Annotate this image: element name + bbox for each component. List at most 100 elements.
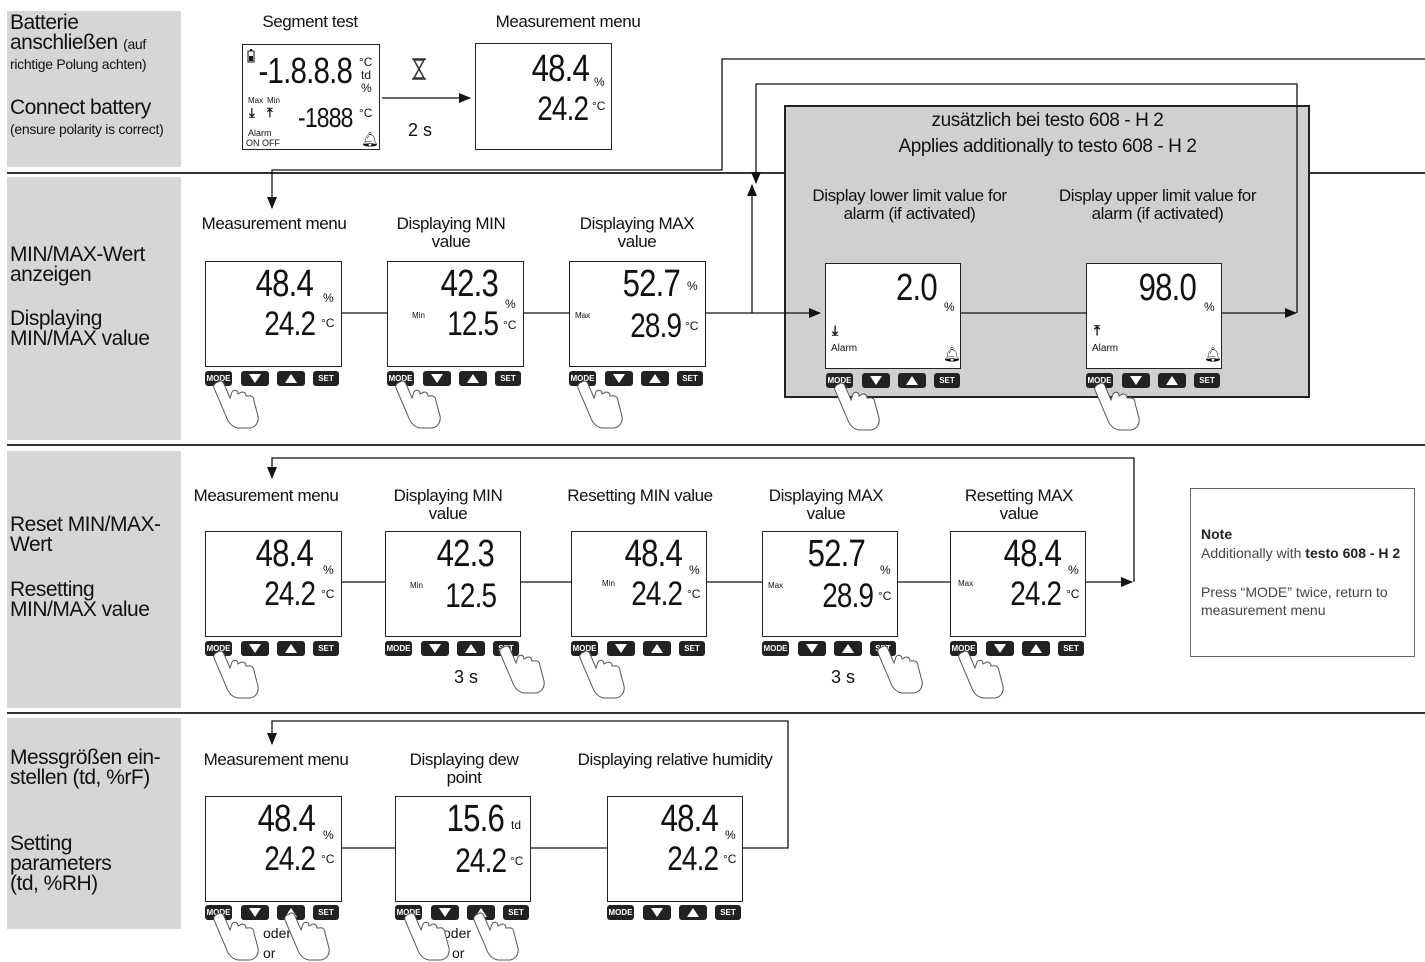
down-button[interactable] — [607, 641, 635, 656]
minmax-display-lower-limit: 2.0 % ⤓ Alarm 🔔︎ — [825, 263, 961, 369]
note-title: Note — [1201, 526, 1233, 542]
up-button[interactable] — [641, 371, 669, 386]
reset-display-4: 48.4 % Max 24.2 °C — [950, 531, 1086, 637]
separator-3 — [7, 712, 1425, 714]
up-button[interactable] — [277, 641, 305, 656]
minmax-2-bottom-unit: °C — [685, 319, 699, 333]
params-0-top: 48.4 — [257, 798, 316, 840]
set-button[interactable]: SET — [934, 373, 960, 388]
down-button[interactable] — [986, 641, 1014, 656]
up-button[interactable] — [643, 641, 671, 656]
arrow-down-bar-icon: ⤓ — [249, 105, 255, 120]
mode-button[interactable]: MODE — [607, 905, 634, 920]
reset-de-title: Reset MIN/MAX-Wert — [10, 513, 161, 556]
down-button[interactable] — [431, 905, 459, 920]
mode-button[interactable]: MODE — [950, 641, 977, 656]
hand-pointer-icon — [404, 912, 450, 961]
segment-test-display: -1.8.8.8 °C td % Max Min ⤓ ⤒ -1888 °C Al… — [242, 44, 380, 150]
down-button[interactable] — [241, 905, 269, 920]
mode-button[interactable]: MODE — [762, 641, 789, 656]
segment-min-tag: Min — [267, 96, 280, 105]
hand-pointer-icon — [834, 382, 880, 431]
hand-pointer-icon — [499, 645, 545, 694]
mode-button[interactable]: MODE — [826, 373, 853, 388]
set-button[interactable]: SET — [1058, 641, 1084, 656]
reset-label-2: Resetting MIN value — [567, 486, 713, 505]
hand-pointer-icon — [213, 650, 259, 699]
down-button[interactable] — [643, 905, 671, 920]
reset-4-bottom: 24.2 — [1010, 575, 1062, 613]
segment-onoff-label: ON OFF — [246, 138, 280, 148]
down-button[interactable] — [241, 371, 269, 386]
up-button[interactable] — [898, 373, 926, 388]
reset-label-1: Displaying MIN value — [393, 486, 503, 523]
down-button[interactable] — [605, 371, 633, 386]
down-button[interactable] — [862, 373, 890, 388]
minmax-label-2: Displaying MAX value — [579, 214, 695, 251]
set-button[interactable]: SET — [715, 905, 741, 920]
params-0-top-unit: % — [323, 828, 334, 842]
reset-3-top-unit: % — [880, 563, 891, 577]
sidebar-minmax — [7, 177, 181, 440]
set-button[interactable]: SET — [503, 905, 529, 920]
down-button[interactable] — [241, 641, 269, 656]
reset-2-bottom-unit: °C — [687, 587, 701, 601]
mode-button[interactable]: MODE — [385, 641, 412, 656]
hand-pointer-icon — [395, 380, 441, 429]
reset-3-tag: Max — [768, 581, 784, 590]
up-button[interactable] — [1022, 641, 1050, 656]
minmax-1-tag: Min — [412, 311, 425, 320]
reset-label-0: Measurement menu — [193, 486, 339, 505]
down-button[interactable] — [1122, 373, 1150, 388]
set-button[interactable]: SET — [677, 371, 703, 386]
reset-display-2: 48.4 % Min 24.2 °C — [571, 531, 707, 637]
minmax-label-1: Displaying MIN value — [396, 214, 506, 251]
connect-bottom-unit: °C — [592, 99, 606, 113]
separator-1 — [7, 172, 1425, 174]
down-button[interactable] — [798, 641, 826, 656]
mode-button[interactable]: MODE — [205, 371, 232, 386]
mode-button[interactable]: MODE — [571, 641, 598, 656]
minmax-2-tag: Max — [575, 311, 591, 320]
reset-2-top: 48.4 — [624, 533, 683, 575]
up-button[interactable] — [459, 371, 487, 386]
mode-button[interactable]: MODE — [1086, 373, 1113, 388]
hand-pointer-icon — [877, 645, 923, 694]
params-0-bottom: 24.2 — [264, 840, 316, 878]
up-button[interactable] — [679, 905, 707, 920]
set-button[interactable]: SET — [313, 641, 339, 656]
up-button[interactable] — [457, 641, 485, 656]
segment-unit-bottom: °C — [359, 106, 373, 120]
down-button[interactable] — [421, 641, 449, 656]
mode-button[interactable]: MODE — [387, 371, 414, 386]
note-line1: Additionally with testo 608 - H 2 — [1201, 545, 1401, 561]
set-button[interactable]: SET — [313, 371, 339, 386]
connect-de-title: Batterie anschließen (auf richtige Polun… — [10, 11, 147, 72]
bell-icon: 🔔︎ — [361, 131, 379, 147]
minmax-label-4: Display upper limit value for alarm (if … — [1058, 186, 1257, 223]
segment-test-label: Segment test — [262, 12, 358, 31]
minmax-de-title: MIN/MAX-Wert anzeigen — [10, 243, 145, 286]
arrow-up-bar-icon: ⤒ — [267, 105, 273, 120]
set-button[interactable]: SET — [1194, 373, 1220, 388]
mode-button[interactable]: MODE — [205, 905, 232, 920]
device-buttons: MODE SET — [950, 641, 1086, 657]
set-button[interactable]: SET — [313, 905, 339, 920]
hourglass-icon — [412, 58, 426, 80]
params-de-title: Messgrößen ein- stellen (td, %rF) — [10, 746, 161, 789]
minmax-display-1: 42.3 % Min 12.5 °C — [387, 261, 524, 367]
up-button[interactable] — [834, 641, 862, 656]
params-0-bottom-unit: °C — [321, 852, 335, 866]
mode-button[interactable]: MODE — [569, 371, 596, 386]
mode-button[interactable]: MODE — [205, 641, 232, 656]
set-button[interactable]: SET — [679, 641, 705, 656]
arrow-down-bar-icon: ⤓ — [832, 322, 839, 338]
down-button[interactable] — [423, 371, 451, 386]
minmax-0-top: 48.4 — [255, 263, 314, 305]
lower-limit-unit: % — [944, 300, 955, 314]
up-button[interactable] — [277, 371, 305, 386]
up-button[interactable] — [1158, 373, 1186, 388]
set-button[interactable]: SET — [495, 371, 521, 386]
device-buttons: MODE SET — [1086, 373, 1222, 389]
